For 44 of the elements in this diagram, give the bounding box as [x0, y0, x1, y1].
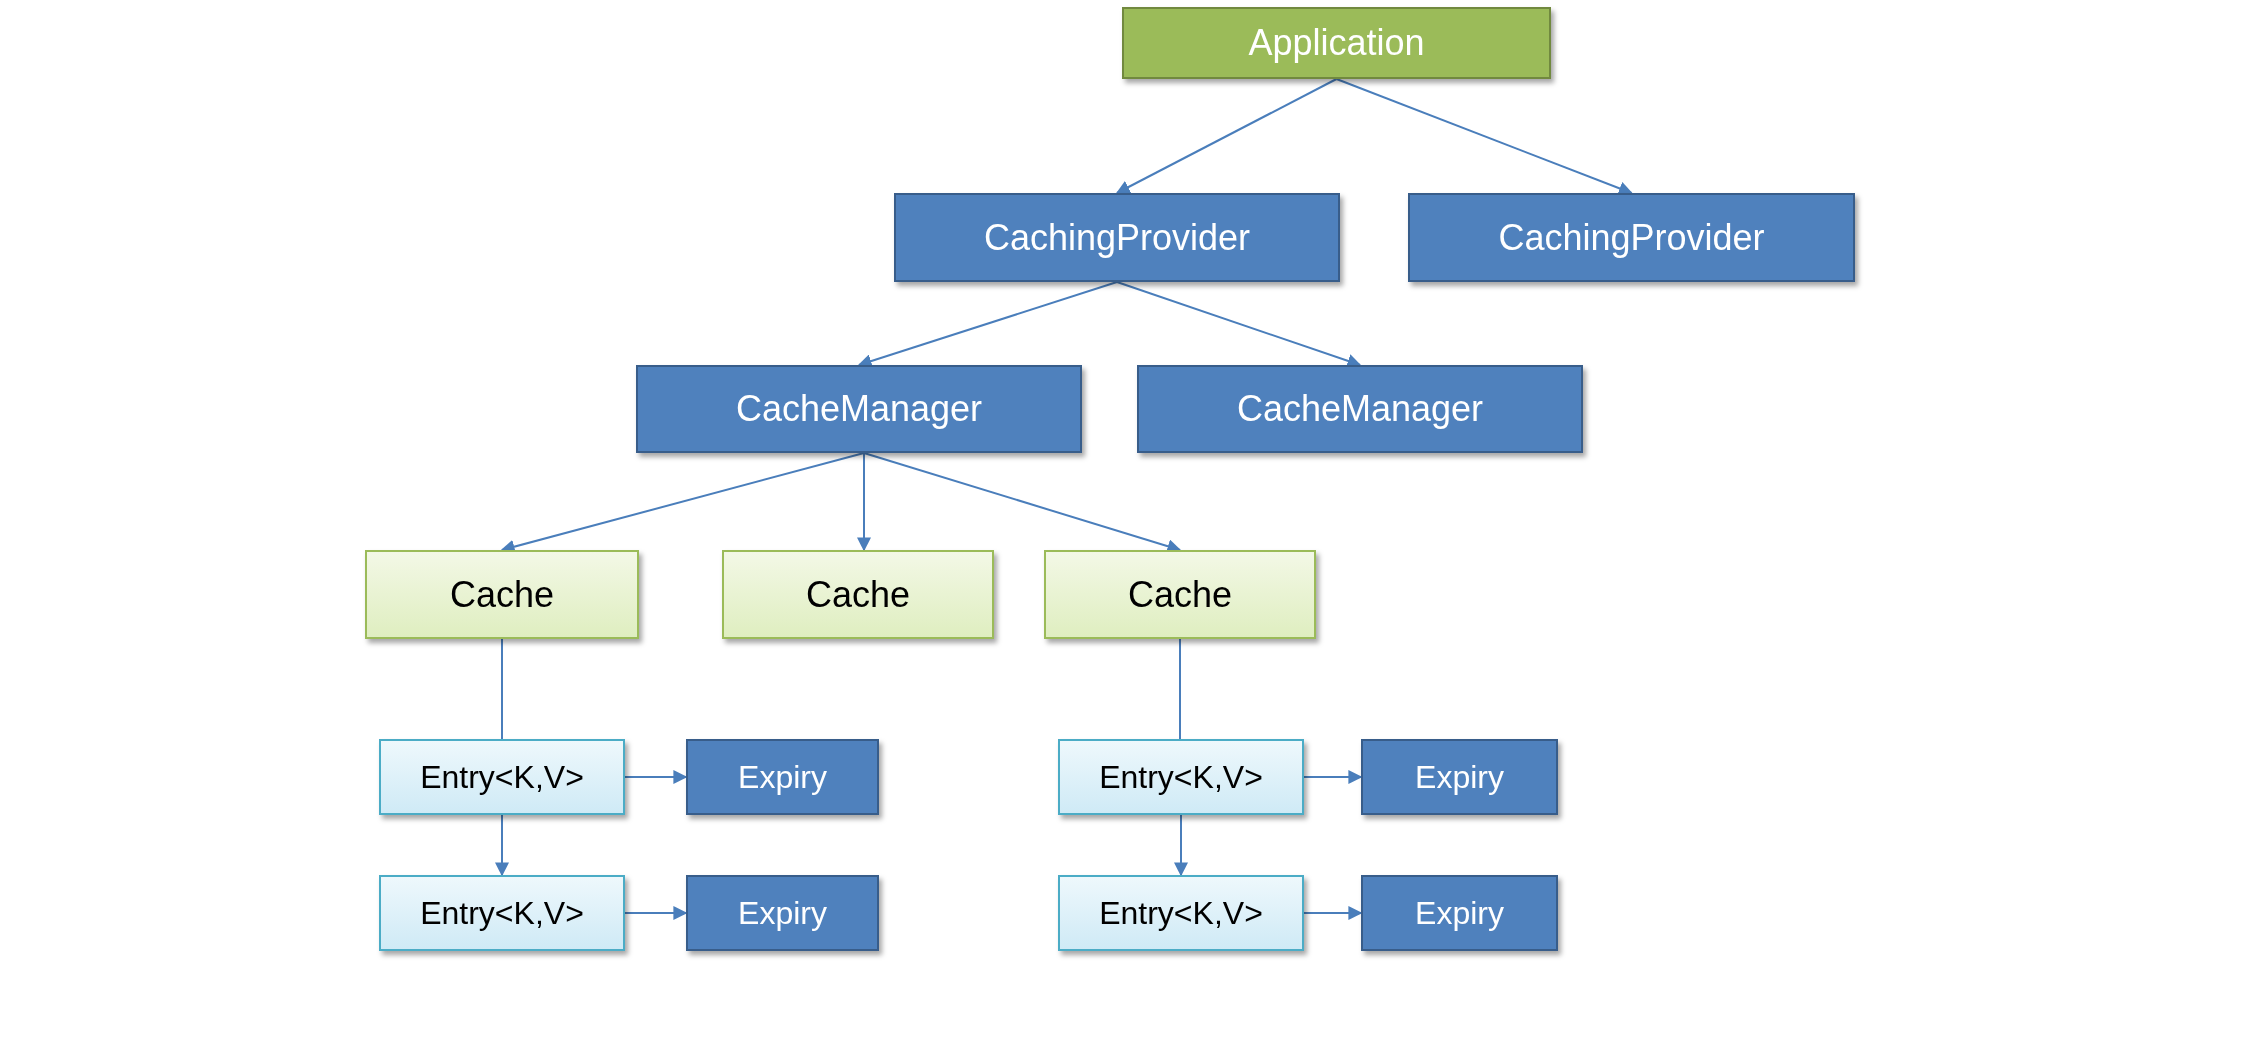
node-label: Entry<K,V>	[1099, 758, 1263, 796]
arrow	[624, 770, 688, 784]
entry-box	[1058, 875, 1304, 951]
cache-box	[1044, 550, 1316, 639]
node-label: Expiry	[1415, 758, 1504, 796]
cache-box	[722, 550, 994, 639]
arrow	[1303, 770, 1363, 784]
cache-box	[365, 550, 639, 639]
entry-box	[1058, 739, 1304, 815]
component-box	[686, 875, 879, 951]
component-box	[1137, 365, 1583, 453]
component-box	[636, 365, 1082, 453]
node-label: Entry<K,V>	[420, 894, 584, 932]
node-label: Cache	[1127, 573, 1233, 616]
node-label: Entry<K,V>	[1099, 894, 1263, 932]
entry-box	[379, 875, 625, 951]
node-label: Entry<K,V>	[420, 758, 584, 796]
component-box	[1408, 193, 1855, 282]
node-label: Cache	[449, 573, 555, 616]
arrow	[1303, 906, 1363, 920]
arrow	[1116, 281, 1362, 368]
component-box	[1361, 875, 1558, 951]
application-box	[1122, 7, 1551, 79]
entry-box	[379, 739, 625, 815]
node-label: Expiry	[1415, 894, 1504, 932]
node-label: CacheManager	[735, 388, 983, 430]
arrow	[857, 281, 1118, 368]
node-label: Application	[1248, 22, 1425, 64]
component-box	[686, 739, 879, 815]
arrow	[1115, 78, 1338, 194]
node-label: Expiry	[738, 894, 827, 932]
arrow	[1174, 814, 1188, 877]
component-box	[894, 193, 1340, 282]
node-label: Cache	[805, 573, 911, 616]
node-label: Expiry	[738, 758, 827, 796]
node-label: CachingProvider	[1498, 216, 1765, 259]
component-box	[1361, 739, 1558, 815]
arrow	[863, 452, 1182, 553]
node-label: CachingProvider	[983, 216, 1251, 259]
arrow	[495, 814, 509, 877]
arrow	[1335, 78, 1633, 195]
arrow	[857, 452, 871, 552]
node-label: CacheManager	[1236, 388, 1484, 430]
arrow	[624, 906, 688, 920]
